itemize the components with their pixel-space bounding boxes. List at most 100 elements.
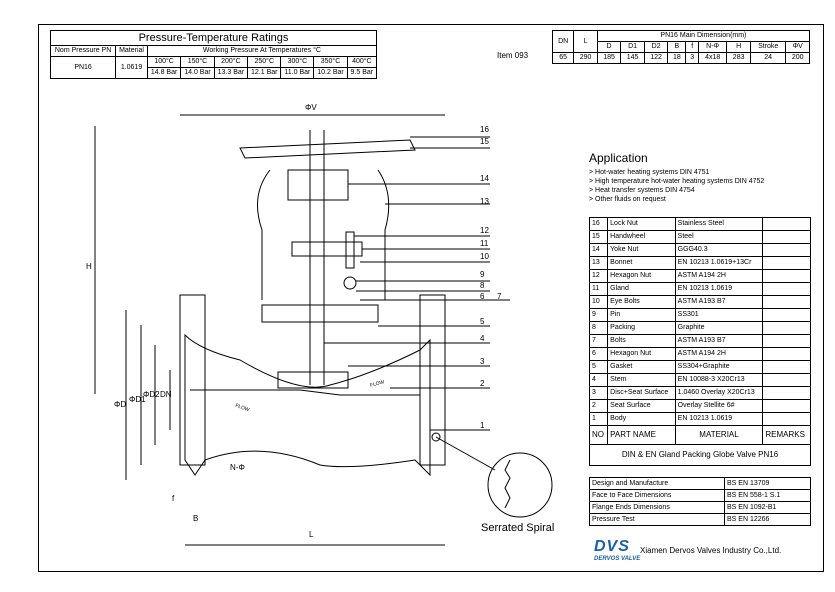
company-name: Xiamen Dervos Valves Industry Co.,Ltd. — [640, 546, 782, 555]
part-no: 1 — [588, 412, 609, 426]
pt-temp: 100°C — [146, 56, 182, 68]
dim-col: ΦV — [785, 41, 810, 53]
pt-pressure: 14.8 Bar — [146, 67, 182, 79]
part-material: SS301 — [674, 308, 764, 322]
callout-8: 8 — [480, 281, 485, 290]
pt-col-wp: Working Pressure At Temperatures °C — [146, 45, 378, 57]
part-remarks — [762, 347, 811, 361]
part-name: Seat Surface — [607, 399, 676, 413]
item-number: Item 093 — [497, 51, 529, 60]
part-no: 12 — [588, 269, 609, 283]
part-name: Gasket — [607, 360, 676, 374]
parts-h-no: NO — [588, 425, 609, 445]
pt-title: Pressure-Temperature Ratings — [50, 30, 377, 46]
callout-16: 16 — [480, 125, 489, 134]
part-no: 5 — [588, 360, 609, 374]
main-dimension-table: DN L PN16 Main Dimension(mm) D D1 D2 B f… — [551, 30, 811, 64]
part-no: 2 — [588, 399, 609, 413]
dim-value: 65 — [551, 52, 575, 64]
std-name: Design and Manufacture — [589, 477, 725, 490]
part-remarks — [762, 334, 811, 348]
pt-pn: PN16 — [49, 56, 117, 79]
callout-4: 4 — [480, 334, 485, 343]
dim-col: D — [596, 41, 622, 53]
part-remarks — [762, 386, 811, 400]
dim-value: 3 — [685, 52, 699, 64]
label-b: B — [193, 514, 199, 523]
part-material: EN 10213 1.0619 — [674, 282, 764, 296]
label-n-phi: N-Φ — [230, 463, 245, 472]
part-no: 7 — [588, 334, 609, 348]
dim-value: 18 — [667, 52, 687, 64]
part-name: Handwheel — [607, 230, 676, 244]
pt-col-material: Material — [115, 45, 148, 57]
part-material: EN 10088-3 X20Cr13 — [674, 373, 764, 387]
std-name: Flange Ends Dimensions — [589, 501, 725, 514]
part-name: Packing — [607, 321, 676, 335]
dim-value: 200 — [785, 52, 810, 64]
drawing-frame — [38, 24, 824, 572]
dim-col: Stroke — [749, 41, 787, 53]
pt-temp: 250°C — [247, 56, 282, 68]
valve-title: DIN & EN Gland Packing Globe Valve PN16 — [589, 444, 811, 466]
part-material: 1.0460 Overlay X20Cr13 — [674, 386, 764, 400]
pt-pressure: 10.2 Bar — [313, 67, 348, 79]
label-d: ΦD — [114, 400, 127, 409]
callout-13: 13 — [480, 197, 489, 206]
part-remarks — [762, 308, 811, 322]
pt-temp: 350°C — [313, 56, 348, 68]
callout-1: 1 — [480, 421, 485, 430]
part-remarks — [762, 230, 811, 244]
parts-h-remarks: REMARKS — [762, 425, 811, 445]
callout-6: 6 — [480, 292, 485, 301]
part-material: Graphite — [674, 321, 764, 335]
part-no: 10 — [588, 295, 609, 309]
part-name: Yoke Nut — [607, 243, 676, 257]
part-remarks — [762, 256, 811, 270]
dim-value: 145 — [620, 52, 645, 64]
dim-col: H — [726, 41, 751, 53]
part-material: Stainless Steel — [674, 217, 764, 231]
part-material: Steel — [674, 230, 764, 244]
label-f: f — [172, 494, 175, 503]
brand-logo: DVS — [594, 538, 630, 555]
application-title: Application — [589, 151, 648, 165]
dim-col: N-Φ — [697, 41, 728, 53]
label-h: H — [86, 262, 92, 271]
part-no: 13 — [588, 256, 609, 270]
callout-14: 14 — [480, 174, 489, 183]
part-no: 6 — [588, 347, 609, 361]
pt-material: 1.0619 — [115, 56, 148, 79]
part-material: ASTM A193 B7 — [674, 295, 764, 309]
part-name: Stem — [607, 373, 676, 387]
std-name: Pressure Test — [589, 513, 725, 526]
part-material: Overlay Stellite 6# — [674, 399, 764, 413]
part-material: ASTM A194 2H — [674, 347, 764, 361]
part-name: Eye Bolts — [607, 295, 676, 309]
brand-sub: DERVOS VALVE — [594, 556, 641, 562]
part-material: ASTM A194 2H — [674, 269, 764, 283]
callout-5: 5 — [480, 317, 485, 326]
part-material: EN 10213 1.0619+13Cr — [674, 256, 764, 270]
dim-col: f — [685, 41, 699, 53]
dim-value: 4x18 — [697, 52, 728, 64]
part-remarks — [762, 243, 811, 257]
pt-temp: 400°C — [346, 56, 378, 68]
part-name: Disc+Seat Surface — [607, 386, 676, 400]
dim-value: 283 — [726, 52, 751, 64]
part-no: 3 — [588, 386, 609, 400]
application-item: > Hot-water heating systems DIN 4751 — [589, 169, 710, 176]
pt-pressure: 11.0 Bar — [280, 67, 315, 79]
part-material: EN 10213 1.0619 — [674, 412, 764, 426]
part-no: 4 — [588, 373, 609, 387]
